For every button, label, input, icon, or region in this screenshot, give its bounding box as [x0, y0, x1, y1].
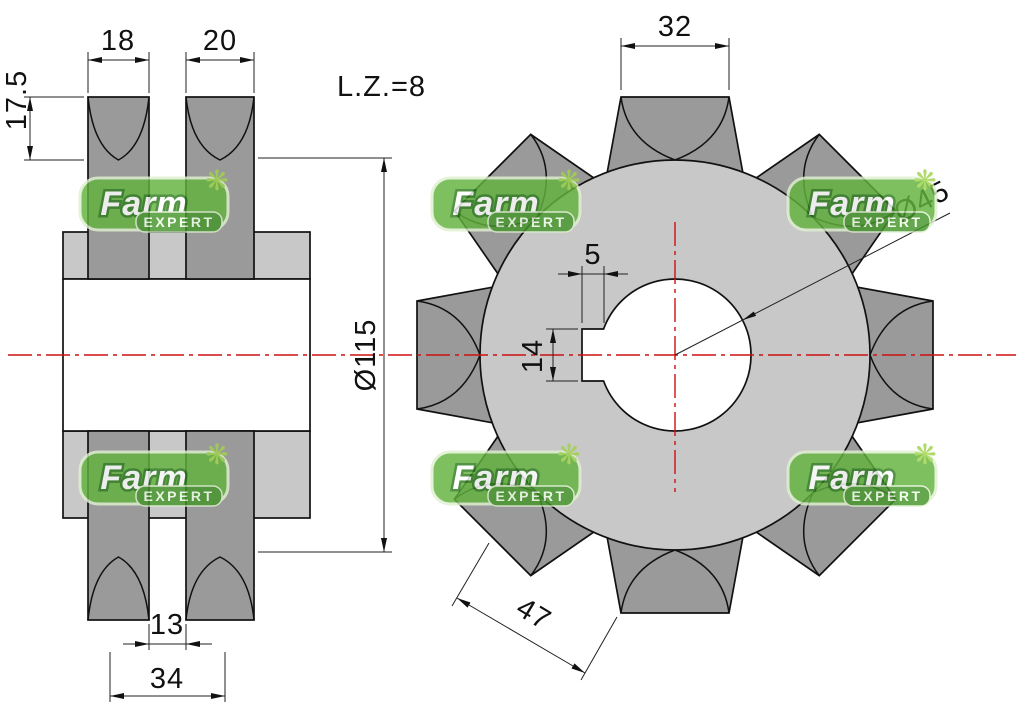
dim-plate-width-left: 18	[101, 25, 135, 57]
dim-hub-length: 34	[150, 663, 184, 695]
dim-plate-width-right: 20	[203, 25, 237, 57]
teeth-count-label: L.Z.=8	[337, 71, 426, 103]
bore-leader-arrow	[742, 311, 757, 321]
tooth-profile-arc	[87, 556, 150, 621]
dim-tooth-width: 32	[658, 11, 692, 43]
dim-plate-gap: 13	[150, 609, 184, 641]
tooth-profile-arc	[87, 96, 150, 161]
tooth-profile-arc	[185, 96, 255, 161]
side-view	[62, 96, 311, 621]
dim-tooth-pitch: 47	[511, 592, 557, 637]
dim-keyway-width: 14	[517, 339, 549, 373]
dim-tooth-height: 17.5	[1, 70, 33, 130]
centerlines	[8, 222, 1016, 492]
tooth-profile-arc	[185, 556, 255, 621]
dim-outer-diameter: Ø115	[350, 319, 382, 392]
dim-keyway-depth: 5	[584, 239, 601, 271]
